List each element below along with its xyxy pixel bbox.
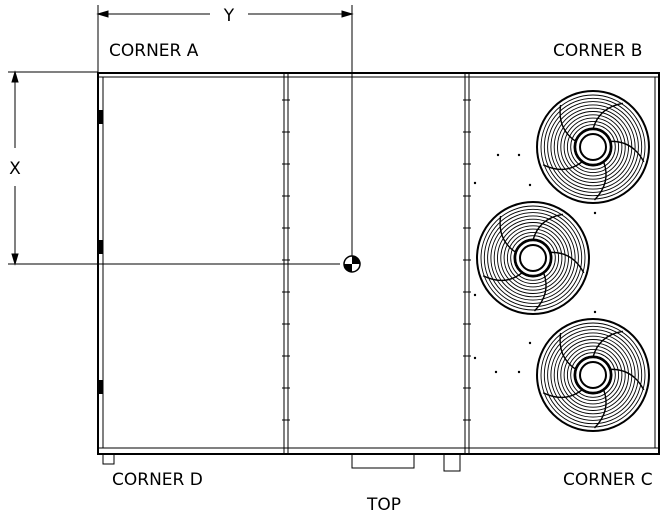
unit-outline bbox=[97, 72, 660, 472]
panel-dot bbox=[517, 153, 521, 157]
panel-dot bbox=[473, 356, 477, 360]
panel-dot bbox=[517, 370, 521, 374]
panel-dot bbox=[528, 183, 532, 187]
left-edge-latch bbox=[99, 110, 103, 124]
fan-grille-ring bbox=[570, 352, 616, 398]
fan-grille-ring bbox=[497, 222, 569, 294]
condenser-fans bbox=[476, 90, 650, 432]
center-of-gravity-quadrant-2 bbox=[344, 264, 352, 272]
fan-grille-ring bbox=[543, 97, 643, 197]
fan-hub bbox=[519, 244, 547, 272]
fan-outer-ring bbox=[476, 201, 590, 315]
base-connection-center bbox=[351, 453, 415, 469]
fan-grille-ring bbox=[547, 101, 639, 193]
fan-hub bbox=[579, 133, 607, 161]
x-arrow-bottom bbox=[11, 253, 19, 266]
corner-c-label: CORNER C bbox=[563, 470, 653, 490]
fan-grille-ring bbox=[543, 325, 643, 425]
fan-guard-spoke bbox=[482, 272, 523, 282]
fan-grille-ring bbox=[563, 345, 623, 405]
base-foot-right bbox=[443, 453, 461, 472]
left-edge-latch bbox=[99, 380, 103, 394]
fan-grille-ring bbox=[557, 111, 629, 183]
x-dimension-label: X bbox=[9, 159, 21, 179]
panel-dot bbox=[593, 211, 597, 215]
fan-grille-ring bbox=[540, 322, 646, 428]
fan-guard-spoke bbox=[610, 368, 645, 391]
fan-guard-spoke bbox=[610, 140, 645, 163]
fan-hub bbox=[579, 361, 607, 389]
fan-grille-ring bbox=[550, 104, 636, 190]
fan-guard-spoke bbox=[593, 389, 607, 429]
view-label: TOP bbox=[366, 495, 401, 515]
x-arrow-top bbox=[11, 70, 19, 83]
fan-grille-ring bbox=[566, 120, 620, 174]
panel-dot bbox=[496, 153, 500, 157]
x-dimension bbox=[8, 70, 353, 266]
fan-grille-ring bbox=[563, 117, 623, 177]
fan-grille-ring bbox=[483, 208, 583, 308]
center-of-gravity-symbol bbox=[343, 255, 361, 273]
fan-grille-ring bbox=[540, 94, 646, 200]
panel-fastener-marks bbox=[99, 99, 597, 421]
fan-grille-ring bbox=[503, 228, 563, 288]
y-dimension-label: Y bbox=[223, 6, 235, 26]
fan-grille-ring bbox=[487, 212, 579, 304]
fan-guard-spoke bbox=[592, 330, 624, 358]
panel-dot bbox=[473, 181, 477, 185]
fan-grille-ring bbox=[560, 342, 626, 408]
fan-grille-ring bbox=[500, 225, 566, 291]
left-edge-latch bbox=[99, 240, 103, 254]
fan-guard-spoke bbox=[532, 213, 564, 241]
fan-grille-ring bbox=[506, 231, 560, 285]
center-of-gravity-quadrant-1 bbox=[352, 256, 360, 264]
fan-guard-spoke bbox=[592, 102, 624, 130]
panel-dot bbox=[473, 293, 477, 297]
fan-grille-ring bbox=[510, 235, 556, 281]
fan-outer-ring bbox=[536, 318, 650, 432]
fan-grille-ring bbox=[550, 332, 636, 418]
fan-guard bbox=[476, 201, 590, 315]
fan-guard-spoke bbox=[542, 389, 583, 399]
y-arrow-left bbox=[96, 10, 109, 18]
fan-guard-spoke bbox=[499, 215, 517, 253]
corner-d-label: CORNER D bbox=[112, 470, 203, 490]
fan-grille-ring bbox=[490, 215, 576, 301]
y-arrow-right bbox=[341, 10, 354, 18]
fan-grille-ring bbox=[547, 329, 639, 421]
fan-guard bbox=[536, 318, 650, 432]
fan-grille-ring bbox=[570, 124, 616, 170]
fan-grille-ring bbox=[480, 205, 586, 311]
base-foot-left bbox=[102, 453, 115, 465]
fan-guard-spoke bbox=[533, 272, 547, 312]
fan-guard-spoke bbox=[559, 104, 577, 142]
corner-a-label: CORNER A bbox=[109, 41, 199, 61]
fan-grille-ring bbox=[560, 114, 626, 180]
fan-guard-spoke bbox=[593, 161, 607, 201]
fan-guard-spoke bbox=[550, 251, 585, 274]
corner-b-label: CORNER B bbox=[553, 41, 642, 61]
panel-dot bbox=[494, 370, 498, 374]
fan-outer-ring bbox=[536, 90, 650, 204]
fan-guard-spoke bbox=[542, 161, 583, 171]
panel-dot bbox=[528, 341, 532, 345]
panel-dot bbox=[593, 310, 597, 314]
fan-guard-spoke bbox=[559, 332, 577, 370]
y-dimension bbox=[96, 5, 354, 72]
fan-guard bbox=[536, 90, 650, 204]
fan-grille-ring bbox=[557, 339, 629, 411]
fan-grille-ring bbox=[566, 348, 620, 402]
